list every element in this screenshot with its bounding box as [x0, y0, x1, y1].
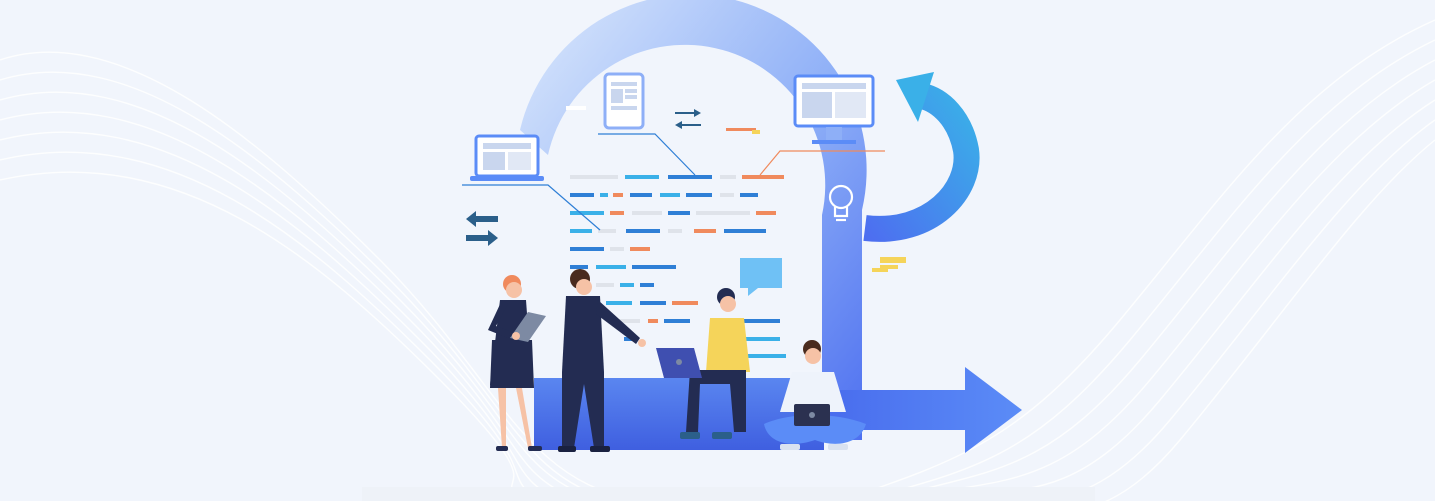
person-man-laptop — [656, 288, 750, 439]
bottom-band — [362, 487, 1095, 501]
swap-arrows-icon — [466, 211, 498, 246]
connector-lines — [462, 133, 885, 231]
speech-bubble-icon — [740, 258, 782, 296]
curved-arrow-icon — [863, 72, 980, 242]
tablet-icon — [603, 72, 645, 130]
dash-mark — [566, 106, 586, 110]
lightbulb-icon — [828, 184, 854, 222]
laptop-icon — [470, 134, 544, 181]
person-woman-tablet — [488, 275, 546, 451]
person-man-cross-legged — [764, 340, 866, 450]
accent-mark — [726, 128, 756, 131]
accent-mark — [752, 130, 760, 134]
person-man-pointing — [558, 269, 646, 452]
right-arrow-icon — [800, 367, 1022, 453]
swap-arrows-icon — [675, 109, 701, 129]
sticky-notes — [872, 257, 906, 272]
code-lines — [570, 175, 786, 358]
monitor-icon — [793, 74, 875, 144]
